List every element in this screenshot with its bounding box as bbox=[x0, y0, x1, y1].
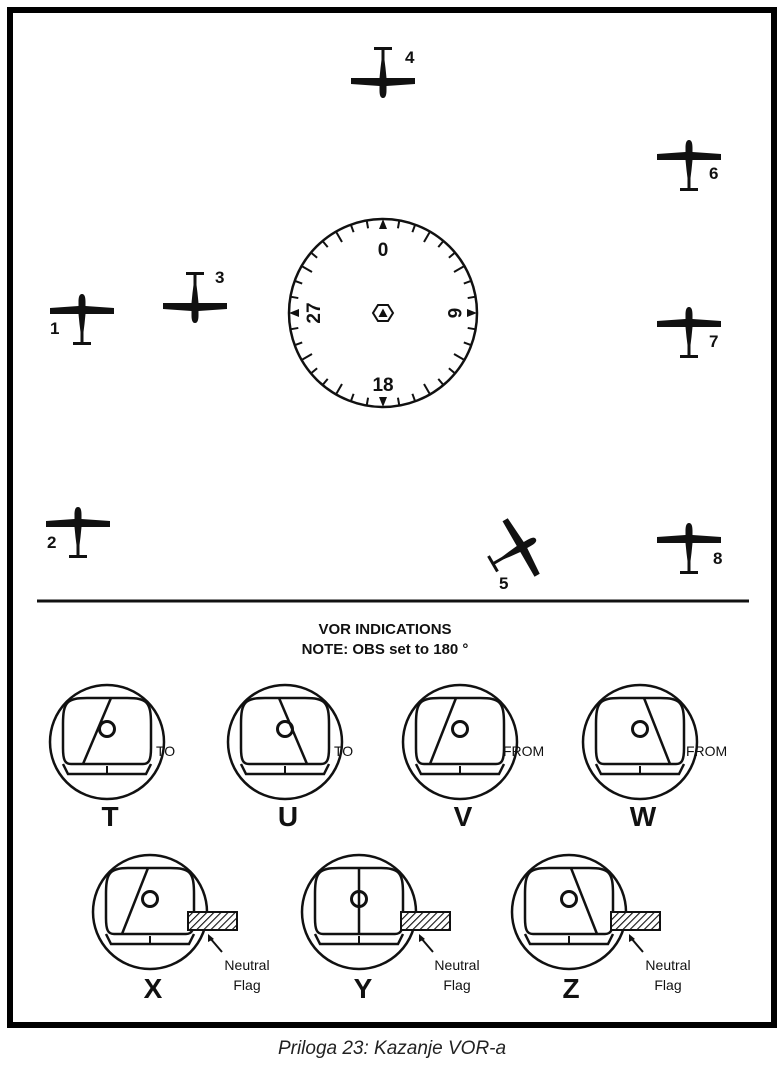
indicator-label: Y bbox=[354, 973, 373, 1004]
vor-indicator-t: TO T bbox=[48, 683, 175, 832]
neutral-flag-icon bbox=[610, 911, 661, 931]
compass-tick bbox=[335, 231, 343, 243]
vor-indications-title: VOR INDICATIONS bbox=[318, 621, 451, 638]
compass-tick bbox=[294, 341, 303, 347]
cdi-needle bbox=[569, 867, 599, 935]
compass-tick bbox=[396, 220, 401, 229]
aircraft-6: 6 bbox=[657, 140, 721, 191]
aircraft-7: 7 bbox=[657, 307, 721, 358]
to-from-flag: TO bbox=[334, 743, 353, 759]
compass-tick bbox=[448, 367, 456, 375]
aircraft-label: 5 bbox=[499, 574, 508, 593]
aircraft-8: 8 bbox=[657, 523, 722, 574]
cdi-needle bbox=[428, 697, 458, 765]
aircraft-label: 7 bbox=[709, 332, 718, 351]
cdi-needle bbox=[277, 697, 309, 765]
neutral-flag-icon bbox=[187, 911, 238, 931]
aircraft-label: 3 bbox=[215, 268, 224, 287]
compass-tick bbox=[463, 279, 472, 285]
neutral-flag-label-line2: Flag bbox=[654, 977, 681, 993]
compass-tick bbox=[321, 240, 329, 248]
neutral-flag-label-line2: Flag bbox=[443, 977, 470, 993]
obs-note: NOTE: OBS set to 180 ° bbox=[302, 641, 469, 658]
flag-pointer-arrow bbox=[420, 937, 434, 953]
compass-tick bbox=[411, 224, 417, 233]
aircraft-label: 8 bbox=[713, 549, 722, 568]
compass-tick bbox=[310, 367, 318, 375]
compass-tick bbox=[321, 378, 329, 386]
compass-label-east: 6 bbox=[443, 308, 464, 319]
neutral-flag-icon bbox=[400, 911, 451, 931]
compass-tick bbox=[349, 224, 355, 233]
compass-tick bbox=[335, 383, 343, 395]
neutral-flag-label-line1: Neutral bbox=[645, 957, 690, 973]
aircraft-label: 6 bbox=[709, 164, 718, 183]
vor-indicator-x: Neutral Flag X bbox=[91, 853, 270, 1004]
to-from-flag: TO bbox=[156, 743, 175, 759]
compass-tick bbox=[423, 383, 431, 395]
vor-indicator-z: Neutral Flag Z bbox=[510, 853, 691, 1004]
to-from-flag: FROM bbox=[503, 743, 544, 759]
neutral-flag-label-line2: Flag bbox=[233, 977, 260, 993]
compass-tick bbox=[365, 220, 370, 229]
vor-indicator-y: Neutral Flag Y bbox=[300, 853, 480, 1004]
aircraft-5: 5 bbox=[475, 511, 552, 593]
compass-tick bbox=[396, 397, 401, 406]
neutral-flag-label-line1: Neutral bbox=[434, 957, 479, 973]
compass-label-west: 27 bbox=[304, 302, 325, 323]
diagram-frame: 0 18 6 27 1 2 3 4 5 6 7 8 bbox=[7, 7, 777, 1028]
compass-tick bbox=[437, 378, 445, 386]
compass-tick bbox=[467, 295, 476, 300]
compass-rose: 0 18 6 27 bbox=[287, 217, 479, 409]
vor-indicator-w: FROM W bbox=[581, 683, 727, 832]
compass-tick bbox=[294, 279, 303, 285]
cdi-needle bbox=[120, 867, 150, 935]
compass-tick bbox=[463, 341, 472, 347]
compass-tick bbox=[423, 231, 431, 243]
compass-tick bbox=[437, 240, 445, 248]
cdi-needle bbox=[642, 697, 672, 765]
aircraft-label: 2 bbox=[47, 533, 56, 552]
vor-indicator-v: FROM V bbox=[401, 683, 544, 832]
station-icon bbox=[371, 304, 395, 322]
aircraft-2: 2 bbox=[46, 507, 110, 558]
indicator-label: X bbox=[144, 973, 163, 1004]
indicator-label: W bbox=[630, 801, 657, 832]
compass-tick bbox=[290, 326, 299, 331]
compass-label-south: 18 bbox=[372, 375, 393, 396]
compass-tick bbox=[448, 251, 456, 259]
aircraft-label: 1 bbox=[50, 319, 59, 338]
compass-tick bbox=[349, 393, 355, 402]
figure-caption: Priloga 23: Kazanje VOR-a bbox=[277, 1038, 507, 1059]
outer-border bbox=[7, 7, 777, 1028]
compass-tick bbox=[290, 295, 299, 300]
to-from-flag: FROM bbox=[686, 743, 727, 759]
aircraft-3: 3 bbox=[163, 268, 227, 323]
indicator-label: T bbox=[101, 801, 118, 832]
indicator-label: V bbox=[454, 801, 473, 832]
cdi-needle bbox=[81, 697, 113, 765]
indicator-label: U bbox=[278, 801, 298, 832]
indicator-label: Z bbox=[562, 973, 579, 1004]
aircraft-label: 4 bbox=[405, 48, 415, 67]
compass-tick bbox=[411, 393, 417, 402]
compass-tick bbox=[453, 265, 465, 273]
flag-pointer-arrow bbox=[630, 937, 644, 953]
aircraft-1: 1 bbox=[50, 294, 114, 345]
vor-indicator-u: TO U bbox=[226, 683, 353, 832]
neutral-flag-label-line1: Neutral bbox=[224, 957, 269, 973]
compass-tick bbox=[467, 326, 476, 331]
compass-tick bbox=[301, 265, 313, 273]
flag-pointer-arrow bbox=[209, 937, 223, 953]
compass-tick bbox=[453, 353, 465, 361]
compass-tick bbox=[301, 353, 313, 361]
compass-tick bbox=[310, 251, 318, 259]
aircraft-4: 4 bbox=[351, 47, 415, 98]
compass-label-north: 0 bbox=[378, 240, 389, 261]
compass-tick bbox=[365, 397, 370, 406]
